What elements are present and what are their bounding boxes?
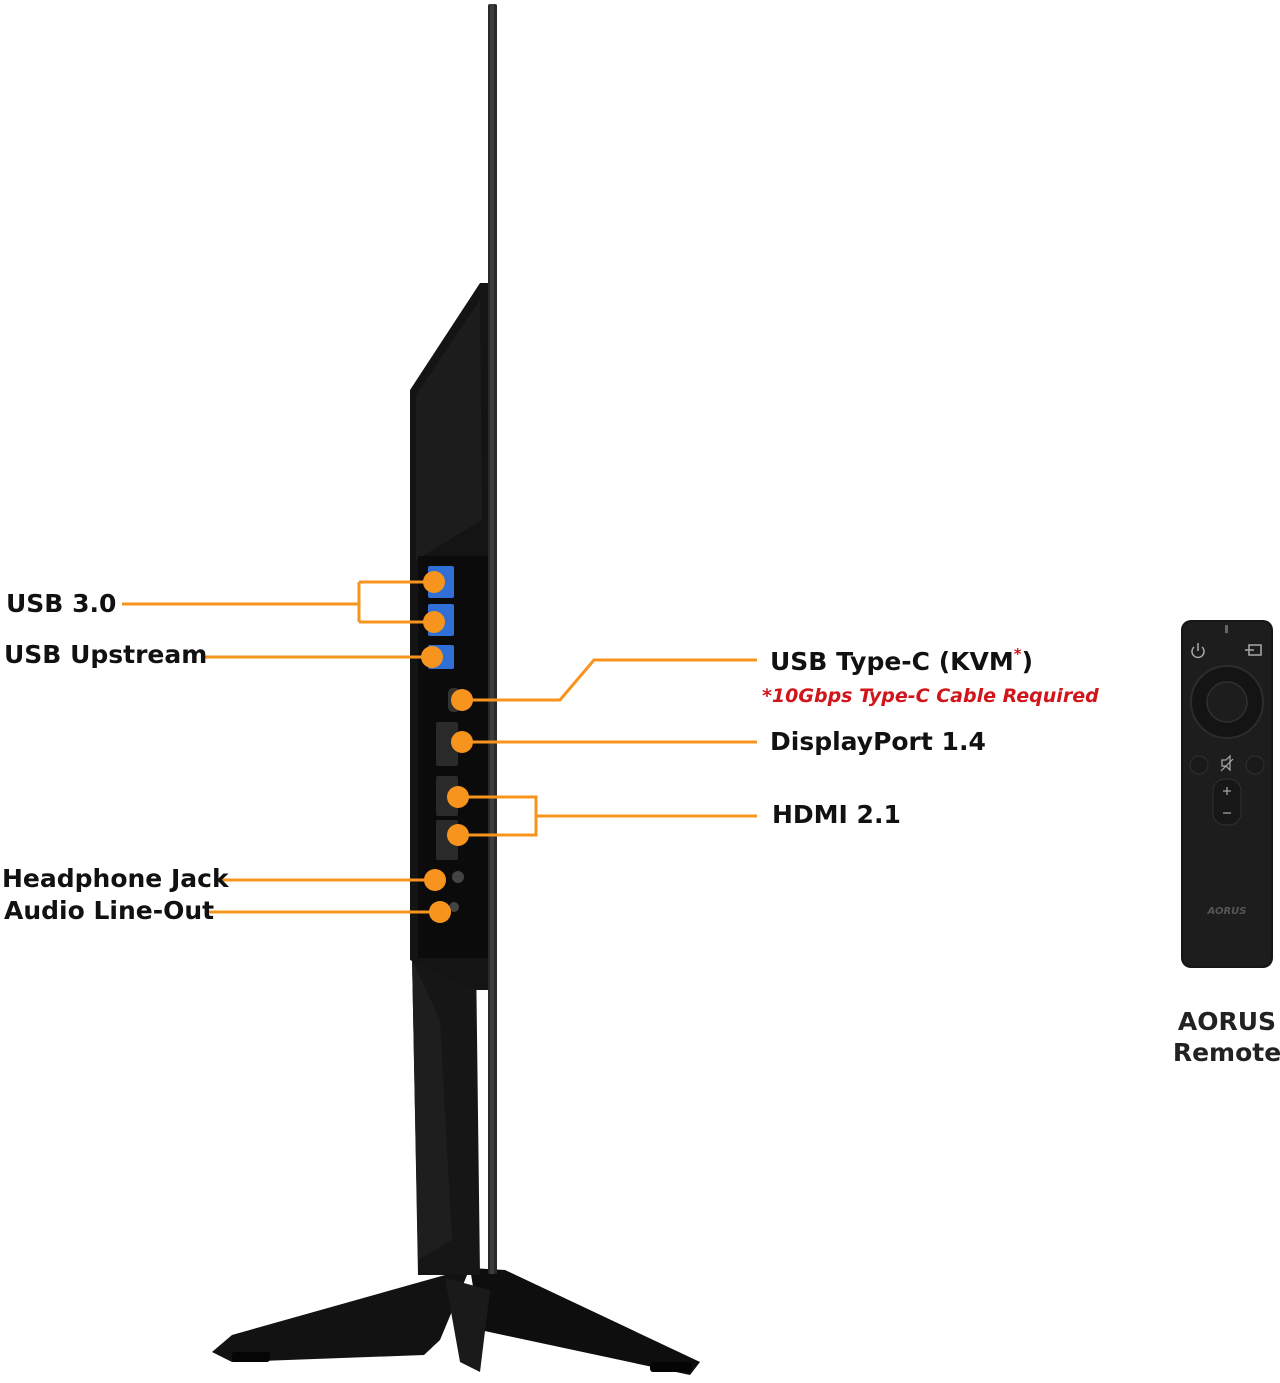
audio-out-port <box>449 902 459 912</box>
monitor-stand <box>212 1268 700 1375</box>
label-usb-upstream: USB Upstream <box>4 640 208 669</box>
headphone-jack-port <box>452 871 464 883</box>
ok-button <box>1206 681 1248 723</box>
remote-caption-line1: AORUS <box>1177 1007 1277 1036</box>
mute-icon <box>1220 754 1234 772</box>
dot-headphone <box>424 869 446 891</box>
label-displayport: DisplayPort 1.4 <box>770 727 986 756</box>
power-icon <box>1191 643 1205 659</box>
remote-caption-line2: Remote <box>1172 1038 1280 1067</box>
label-usb-type-c: USB Type-C (KVM*) <box>770 647 1034 676</box>
remote-caption: AORUS Remote <box>1157 1006 1280 1068</box>
volume-rocker <box>1212 778 1242 826</box>
usbc-cable-note: *10Gbps Type-C Cable Required <box>762 685 1099 707</box>
dot-displayport <box>451 731 473 753</box>
volume-plus-icon <box>1223 787 1231 795</box>
label-usb-type-c-text: USB Type-C (KVM <box>770 647 1014 676</box>
displayport-port <box>436 722 458 766</box>
callout-lines <box>122 580 757 914</box>
dot-usbc <box>451 689 473 711</box>
remote-control: AORUS <box>1181 620 1273 968</box>
dot-audio-out <box>429 901 451 923</box>
dot-hdmi-1 <box>447 786 469 808</box>
dot-usb30-1 <box>423 571 445 593</box>
label-audio-line-out: Audio Line-Out <box>4 896 215 925</box>
label-hdmi: HDMI 2.1 <box>772 800 901 829</box>
label-usb30: USB 3.0 <box>6 589 117 618</box>
callout-dots <box>421 571 473 923</box>
dot-hdmi-2 <box>447 824 469 846</box>
label-usb-type-c-asterisk: * <box>1013 645 1022 663</box>
label-usb-type-c-close: ) <box>1021 647 1034 676</box>
dot-usb30-2 <box>423 611 445 633</box>
label-headphone-jack: Headphone Jack <box>2 864 229 893</box>
remote-logo: AORUS <box>1207 906 1247 917</box>
monitor-profile <box>410 4 497 1275</box>
input-icon <box>1245 644 1262 656</box>
dot-usb-upstream <box>421 646 443 668</box>
